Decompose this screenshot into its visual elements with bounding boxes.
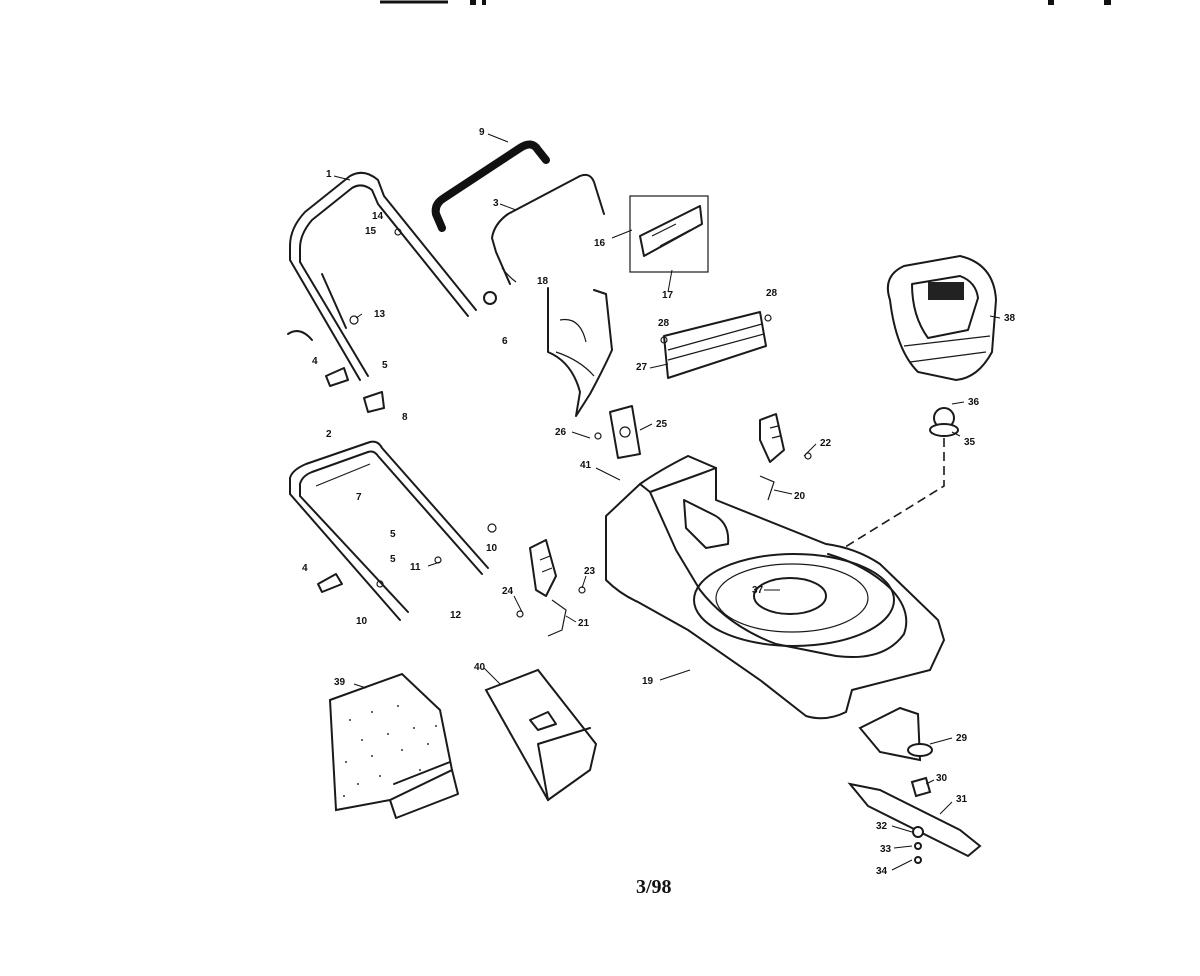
front-height-adjuster bbox=[529, 539, 567, 637]
callout-28: 28 bbox=[766, 288, 778, 299]
footer-code: 3/98 bbox=[636, 876, 672, 898]
callout-17: 17 bbox=[662, 290, 674, 301]
decal-inset-box bbox=[629, 195, 709, 273]
pivot-bracket bbox=[609, 405, 641, 459]
callout-8: 8 bbox=[402, 412, 408, 423]
callout-41: 41 bbox=[580, 460, 592, 471]
callout-14: 14 bbox=[372, 211, 384, 222]
scan-artifacts bbox=[380, 0, 1111, 5]
callout-32: 32 bbox=[876, 821, 888, 832]
callout-39: 39 bbox=[334, 677, 346, 688]
callout-16: 16 bbox=[594, 238, 606, 249]
grass-bag bbox=[328, 672, 459, 819]
callout-20: 20 bbox=[794, 491, 806, 502]
callout-19: 19 bbox=[642, 676, 654, 687]
callout-2: 2 bbox=[326, 429, 332, 440]
callout-9: 9 bbox=[479, 127, 485, 138]
callout-5c: 5 bbox=[390, 554, 396, 565]
callout-21: 21 bbox=[578, 618, 590, 629]
handle-knobs bbox=[287, 330, 385, 593]
callout-5: 5 bbox=[382, 360, 388, 371]
callout-3: 3 bbox=[493, 198, 499, 209]
callout-28b: 28 bbox=[658, 318, 670, 329]
callout-35: 35 bbox=[964, 437, 976, 448]
callout-34: 34 bbox=[876, 866, 888, 877]
callout-6: 6 bbox=[502, 336, 508, 347]
callout-18: 18 bbox=[537, 276, 549, 287]
callout-15: 15 bbox=[365, 226, 377, 237]
lower-handle bbox=[289, 440, 489, 621]
callout-26: 26 bbox=[555, 427, 567, 438]
callout-37: 37 bbox=[752, 585, 764, 596]
mulch-plug bbox=[484, 668, 598, 802]
callout-10b: 10 bbox=[356, 616, 368, 627]
callout-4: 4 bbox=[312, 356, 318, 367]
callout-1: 1 bbox=[326, 169, 332, 180]
callout-12: 12 bbox=[450, 610, 462, 621]
engine bbox=[886, 254, 998, 382]
control-bail bbox=[491, 173, 605, 285]
callout-5b: 5 bbox=[390, 529, 396, 540]
blade-assembly bbox=[847, 706, 982, 864]
callout-10: 10 bbox=[486, 543, 498, 554]
callout-29: 29 bbox=[956, 733, 968, 744]
callout-30: 30 bbox=[936, 773, 948, 784]
callout-27: 27 bbox=[636, 362, 648, 373]
callout-40: 40 bbox=[474, 662, 486, 673]
rear-deflector bbox=[547, 287, 613, 417]
callout-23: 23 bbox=[584, 566, 596, 577]
callout-25: 25 bbox=[656, 419, 668, 430]
callout-38: 38 bbox=[1004, 313, 1016, 324]
handle-grip bbox=[431, 140, 550, 232]
callout-leaders bbox=[333, 133, 1001, 871]
callout-7: 7 bbox=[356, 492, 362, 503]
callout-13: 13 bbox=[374, 309, 386, 320]
upper-handle bbox=[289, 171, 477, 381]
callout-33: 33 bbox=[880, 844, 892, 855]
callout-22: 22 bbox=[820, 438, 832, 449]
callout-11: 11 bbox=[410, 562, 421, 573]
rear-height-adjuster bbox=[759, 413, 785, 501]
callout-36: 36 bbox=[968, 397, 980, 408]
callout-31: 31 bbox=[956, 794, 968, 805]
rear-flap bbox=[663, 311, 767, 379]
callout-labels: 1 9 3 14 15 16 17 18 13 4 5 6 8 28 28 27… bbox=[302, 127, 1016, 877]
callout-24: 24 bbox=[502, 586, 514, 597]
mower-deck bbox=[605, 454, 946, 720]
callout-4b: 4 bbox=[302, 563, 308, 574]
